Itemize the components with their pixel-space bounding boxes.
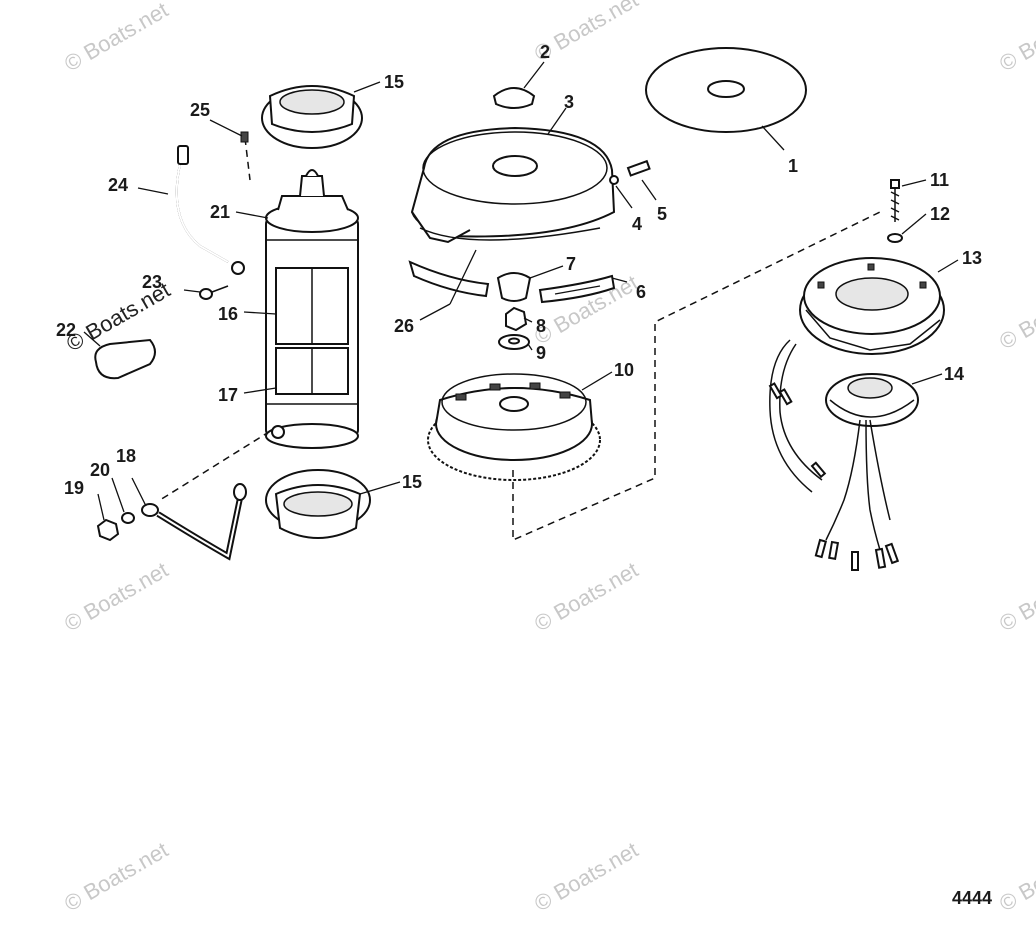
part-bracket-ring-top — [261, 85, 363, 149]
part-bushing — [496, 272, 532, 302]
part-boot — [94, 338, 156, 380]
leader-lines — [83, 61, 959, 521]
label-3: 3 — [564, 92, 574, 112]
part-strip-6 — [538, 274, 616, 304]
label-10: 10 — [614, 360, 634, 380]
part-stator — [799, 257, 945, 355]
part-upper-cable — [175, 145, 245, 275]
part-washer — [498, 334, 530, 350]
label-15-top: 15 — [384, 72, 404, 92]
label-11: 11 — [930, 170, 949, 190]
label-23: 23 — [142, 272, 162, 292]
part-wire-harness — [768, 339, 900, 571]
alignment-line-top — [244, 137, 251, 181]
part-screw-23 — [199, 285, 229, 300]
label-22: 22 — [56, 320, 76, 340]
part-flywheel-cover — [410, 126, 616, 244]
part-labels: 1 2 3 4 5 6 7 8 9 10 11 12 13 14 15 15 1… — [56, 42, 982, 498]
part-clip — [240, 131, 249, 143]
watermark: © Boats.net — [530, 557, 642, 636]
label-15-bottom: 15 — [402, 472, 422, 492]
watermark: © Boats.net — [60, 0, 172, 76]
label-20: 20 — [90, 460, 110, 480]
watermark: © Boats.net — [60, 837, 172, 916]
label-6: 6 — [636, 282, 646, 302]
watermark: © Boats.net — [995, 837, 1036, 916]
watermark: © Boats.net — [530, 837, 642, 916]
label-9: 9 — [536, 343, 546, 363]
label-24: 24 — [108, 175, 128, 195]
part-lower-cable — [141, 483, 247, 561]
label-2: 2 — [540, 42, 550, 62]
part-bolt-11 — [890, 179, 900, 222]
label-14: 14 — [944, 364, 964, 384]
label-13: 13 — [962, 248, 982, 268]
label-8: 8 — [536, 316, 546, 336]
alignment-line-left — [159, 424, 281, 501]
part-trigger — [825, 373, 919, 427]
label-21: 21 — [210, 202, 230, 222]
label-25: 25 — [190, 100, 210, 120]
part-cap — [492, 87, 536, 109]
label-18: 18 — [116, 446, 136, 466]
label-19: 19 — [64, 478, 84, 498]
watermark: © Boats.net — [995, 0, 1036, 76]
part-strip-26 — [408, 260, 490, 298]
watermark: © Boats.net — [995, 557, 1036, 636]
label-7: 7 — [566, 254, 576, 274]
label-5: 5 — [657, 204, 667, 224]
part-screw-cover — [609, 159, 651, 185]
label-1: 1 — [788, 156, 798, 176]
label-16: 16 — [218, 304, 238, 324]
part-flywheel — [427, 373, 601, 481]
part-starter-motor — [265, 169, 359, 449]
label-17: 17 — [218, 385, 238, 405]
label-4: 4 — [632, 214, 642, 234]
part-hex-nut — [96, 518, 120, 542]
label-26: 26 — [394, 316, 414, 336]
part-lockwasher — [121, 512, 135, 524]
part-nut — [505, 306, 528, 332]
watermark: © Boats.net — [995, 275, 1036, 354]
part-cover-disc — [645, 47, 807, 133]
label-12: 12 — [930, 204, 950, 224]
part-washer-12 — [887, 233, 903, 243]
watermark: © Boats.net — [60, 557, 172, 636]
figure-number: 4444 — [952, 888, 992, 908]
part-bracket-ring-bottom — [265, 469, 371, 539]
